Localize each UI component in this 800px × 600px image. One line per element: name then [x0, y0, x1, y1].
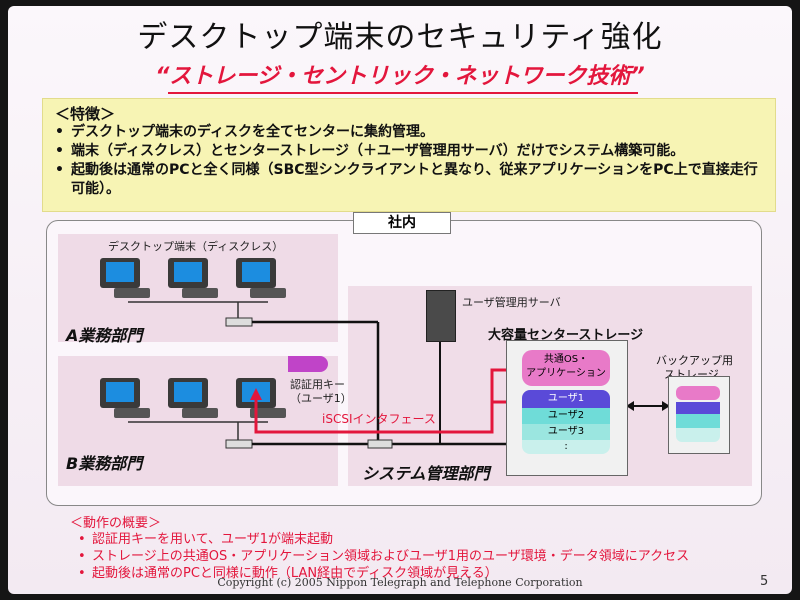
scope-label: 社内 — [353, 212, 451, 234]
auth-key-icon — [288, 356, 328, 372]
server-icon — [426, 290, 456, 342]
common-os-disk: 共通OS・ アプリケーション — [522, 350, 610, 386]
page-number: 5 — [760, 574, 769, 589]
more-users: : — [522, 440, 610, 454]
notes-list: 認証用キーを用いて、ユーザ1が端末起動 ストレージ上の共通OS・アプリケーション… — [70, 531, 770, 582]
features-list: デスクトップ端末のディスクを全てセンターに集約管理。 端末（ディスクレス）とセン… — [43, 123, 771, 199]
auth-user-label: （ユーザ1） — [290, 392, 352, 405]
user1-area: ユーザ1 — [522, 390, 610, 408]
network-lines — [128, 301, 670, 449]
user3-area: ユーザ3 — [522, 424, 610, 440]
common-os-label: 共通OS・ — [543, 354, 589, 365]
storage-title: 大容量センターストレージ — [488, 328, 644, 343]
backup-label-1: バックアップ用 — [656, 354, 733, 367]
pc-icon — [100, 378, 150, 418]
pc-icon — [168, 378, 218, 418]
features-box: ＜特徴＞ デスクトップ端末のディスクを全てセンターに集約管理。 端末（ディスクレ… — [42, 98, 776, 212]
dept-a-label: A業務部門 — [66, 326, 143, 345]
slide-subtitle: “ストレージ・セントリック・ネットワーク技術” — [155, 64, 645, 89]
dept-b-area — [58, 356, 338, 486]
sysmgmt-label: システム管理部門 — [362, 464, 490, 483]
note-item: 起動後は通常のPCと同様に動作（LAN経由でディスク領域が見える） — [78, 565, 770, 582]
feature-item: 端末（ディスクレス）とセンターストレージ（＋ユーザ管理用サーバ）だけでシステム構… — [55, 142, 771, 161]
common-os-label-2: アプリケーション — [526, 368, 606, 379]
pc-icon — [100, 258, 150, 298]
note-item: 認証用キーを用いて、ユーザ1が端末起動 — [78, 531, 770, 548]
slide-title: デスクトップ端末のセキュリティ強化 — [137, 20, 663, 55]
pc-icon — [236, 258, 286, 298]
iscsi-label: iSCSIインタフェース — [322, 412, 436, 426]
desktop-label: デスクトップ端末（ディスクレス） — [108, 240, 284, 253]
feature-item: 起動後は通常のPCと全く同様（SBC型シンクライアントと異なり、従来アプリケーシ… — [55, 161, 771, 199]
user2-area: ユーザ2 — [522, 408, 610, 424]
operation-notes: ＜動作の概要＞ 認証用キーを用いて、ユーザ1が端末起動 ストレージ上の共通OS・… — [70, 512, 770, 582]
notes-heading: ＜動作の概要＞ — [70, 516, 162, 531]
copyright: Copyright (c) 2005 Nippon Telegraph and … — [217, 576, 583, 589]
note-item: ストレージ上の共通OS・アプリケーション領域およびユーザ1用のユーザ環境・データ… — [78, 548, 770, 565]
backup-disk-top — [676, 386, 720, 400]
slide: デスクトップ端末のセキュリティ強化 “ストレージ・セントリック・ネットワーク技術… — [8, 6, 792, 594]
feature-item: デスクトップ端末のディスクを全てセンターに集約管理。 — [55, 123, 771, 142]
pc-icon — [168, 258, 218, 298]
backup-disk-bottom — [676, 402, 720, 442]
server-label: ユーザ管理用サーバ — [462, 296, 561, 309]
auth-key-label: 認証用キー — [290, 378, 345, 391]
subtitle-underline — [168, 92, 638, 94]
features-heading: ＜特徴＞ — [55, 105, 116, 123]
dept-b-label: B業務部門 — [66, 454, 143, 473]
